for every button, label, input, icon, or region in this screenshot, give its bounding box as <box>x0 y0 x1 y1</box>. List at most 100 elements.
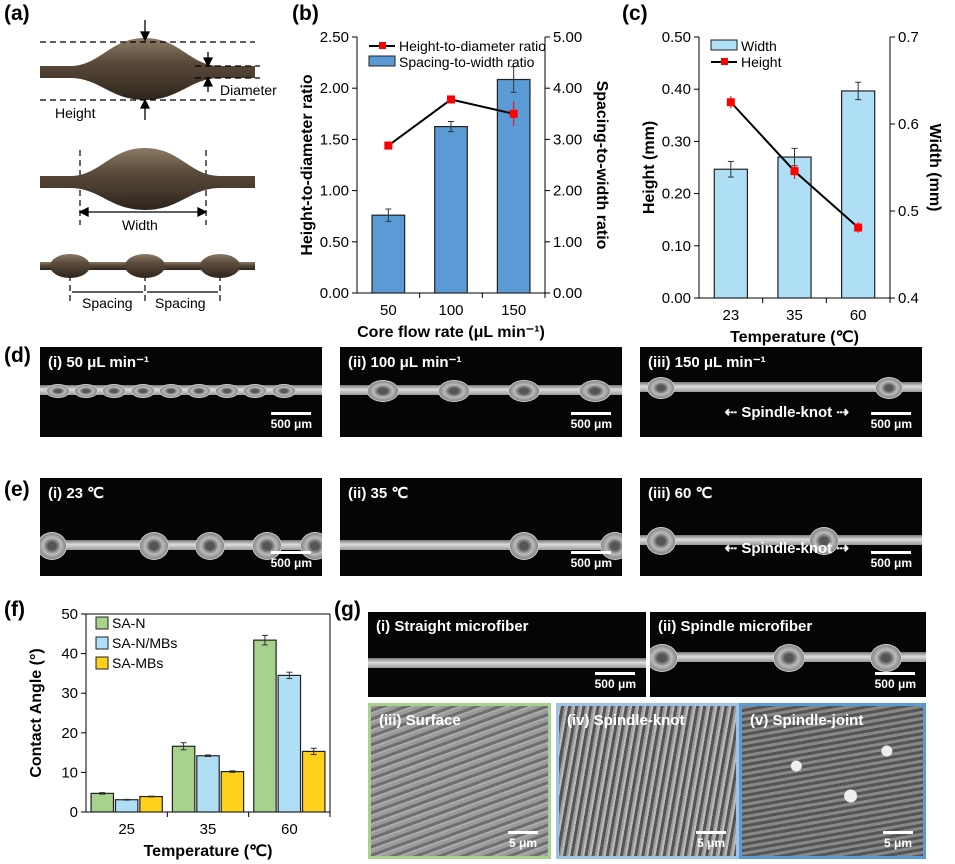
legend-swatch <box>95 636 109 650</box>
scale-bar-label: 500 μm <box>870 417 912 431</box>
spindle-knot-annotation: ⇠ Spindle-knot ⇢ <box>724 539 849 557</box>
microfiber <box>640 535 922 545</box>
micrograph-caption: (ii) Spindle microfiber <box>658 618 813 635</box>
legend-label: SA-N <box>112 615 145 631</box>
spindle-knot <box>367 380 400 402</box>
panel-label-c: (c) <box>622 2 648 25</box>
legend-label: Height-to-diameter ratio <box>399 38 546 54</box>
legend-label: Width <box>741 38 777 54</box>
sem-image-3: (v) Spindle-joint 5 μm <box>739 703 926 859</box>
data-point <box>854 223 863 232</box>
micrograph-caption: (iii) 60 ℃ <box>648 485 713 502</box>
spindle-knot-2 <box>40 148 255 210</box>
x-axis-title: Temperature (℃) <box>144 843 273 860</box>
y2-tick-label: 1.00 <box>553 234 582 251</box>
y-tick-label: 50 <box>61 606 78 623</box>
bar <box>301 750 326 813</box>
bar <box>114 799 139 813</box>
spindle-knot <box>578 380 611 402</box>
microfiber <box>40 540 322 550</box>
scale-bar-label: 500 μm <box>874 677 916 691</box>
y-tick-label: 0.00 <box>662 290 691 307</box>
bar <box>171 745 196 813</box>
y2-tick-label: 0.6 <box>898 116 919 133</box>
x-tick-label: 25 <box>118 821 135 838</box>
scale-bar: 500 μm <box>871 412 912 431</box>
spindle-knot <box>45 384 70 398</box>
legend-label: SA-N/MBs <box>112 635 177 651</box>
spindle-knot <box>215 384 240 398</box>
spindle-knot <box>650 644 679 672</box>
y-tick-label: 1.50 <box>320 131 349 148</box>
scale-bar-label: 500 μm <box>270 417 312 431</box>
y2-tick-label: 2.00 <box>553 183 582 200</box>
bar <box>220 771 245 813</box>
data-point <box>447 95 455 104</box>
micrograph-caption: (v) Spindle-joint <box>750 712 864 729</box>
scale-bar-label: 5 μm <box>696 836 726 850</box>
width-label: Width <box>122 217 158 233</box>
data-point <box>790 167 799 176</box>
scale-bar: 5 μm <box>883 831 913 850</box>
y2-axis-title: Spacing-to-width ratio <box>593 81 610 250</box>
scale-bar: 5 μm <box>508 831 538 850</box>
y-tick-label: 0.50 <box>320 234 349 251</box>
y-axis-title: Height-to-diameter ratio <box>299 74 316 256</box>
spindle-knot <box>437 380 470 402</box>
legend-swatch <box>95 616 109 630</box>
panel-label-a: (a) <box>4 2 30 25</box>
microfiber <box>340 385 622 395</box>
micrograph-caption: (i) 23 ℃ <box>48 485 105 502</box>
y2-tick-label: 5.00 <box>553 29 582 46</box>
bar <box>277 674 302 813</box>
legend-swatch <box>368 55 396 67</box>
y2-tick-label: 0.5 <box>898 203 919 220</box>
scale-bar-label: 5 μm <box>508 836 538 850</box>
microfiber <box>368 658 646 668</box>
panel-label-g: (g) <box>334 598 361 621</box>
fiber-schematic: Height Diameter Width Spacing Spacing <box>40 20 277 311</box>
scale-bar-label: 500 μm <box>570 417 612 431</box>
y-tick-label: 0.10 <box>662 238 691 255</box>
legend-swatch <box>710 39 738 51</box>
x-tick-label: 150 <box>501 302 526 319</box>
bar <box>371 214 406 294</box>
legend-swatch <box>95 656 109 670</box>
bar <box>841 90 876 299</box>
legend-label: SA-MBs <box>112 655 163 671</box>
spindle-knot <box>809 527 840 555</box>
x-tick-label: 23 <box>722 307 739 324</box>
spindle-knot-annotation: ⇠ Spindle-knot ⇢ <box>724 403 849 421</box>
spindle-knot <box>271 384 296 398</box>
legend-marker <box>379 42 386 49</box>
legend-label: Height <box>741 54 782 70</box>
bar <box>253 639 277 813</box>
micrograph-caption: (iii) Surface <box>379 712 461 729</box>
micrograph-e-1: (i) 23 ℃ 500 μm <box>40 478 322 576</box>
micrograph-caption: (iii) 150 μL min⁻¹ <box>648 354 766 371</box>
x-tick-label: 60 <box>850 307 867 324</box>
scale-bar: 500 μm <box>571 412 612 431</box>
x-tick-label: 100 <box>438 302 463 319</box>
y-tick-label: 30 <box>61 685 78 702</box>
scale-bar-label: 500 μm <box>270 556 312 570</box>
spindle-knot <box>102 384 127 398</box>
scale-bar-label: 500 μm <box>570 556 612 570</box>
micrograph-g-spindle: (ii) Spindle microfiber 500 μm <box>650 612 926 697</box>
scale-bar: 500 μm <box>271 412 312 431</box>
y-tick-label: 40 <box>61 646 78 663</box>
spindle-knot <box>509 532 540 560</box>
y-axis-title: Contact Angle (°) <box>28 648 45 777</box>
x-tick-label: 50 <box>380 302 397 319</box>
y2-tick-label: 3.00 <box>553 131 582 148</box>
spacing-label: Spacing <box>82 295 133 311</box>
spindle-knot <box>645 527 676 555</box>
bar <box>434 125 468 294</box>
y-tick-label: 10 <box>61 764 78 781</box>
y2-tick-label: 0.7 <box>898 29 919 46</box>
panel-label-f: (f) <box>4 598 25 621</box>
